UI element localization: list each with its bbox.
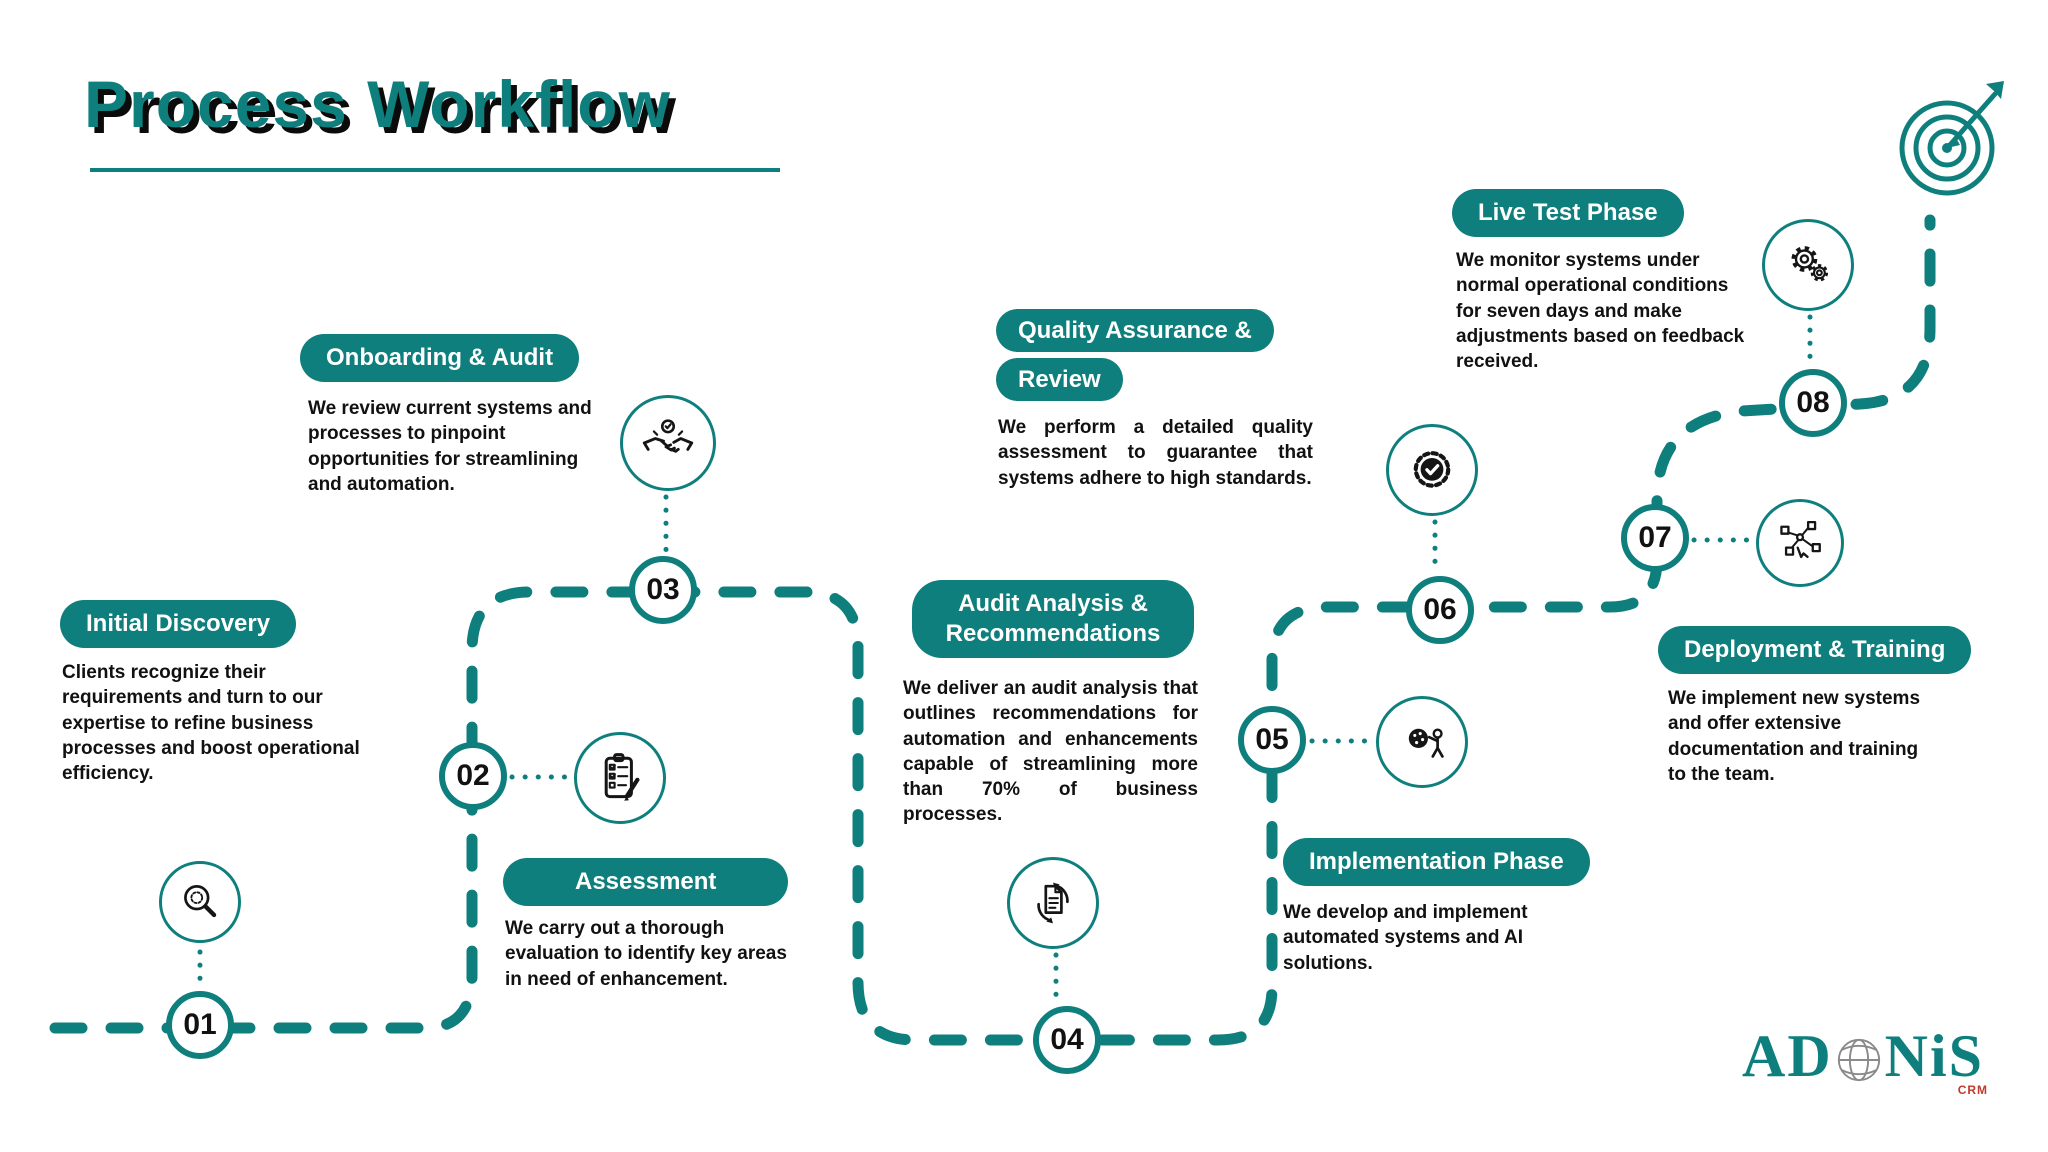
globe-icon bbox=[1837, 1038, 1880, 1081]
step-08-number: 08 bbox=[1779, 369, 1847, 437]
workflow-dashed-path bbox=[49, 214, 1936, 1046]
step-02-description: We carry out a thorough evaluation to id… bbox=[505, 918, 787, 990]
step-03-description: We review current systems and processes … bbox=[308, 398, 592, 495]
step-08-title-badge: Live Test Phase bbox=[1452, 189, 1684, 237]
step-03-icon-circle bbox=[620, 395, 716, 491]
step-06-icon-circle bbox=[1386, 424, 1478, 516]
step-02-icon-circle bbox=[574, 732, 666, 824]
step-02-title-badge: Assessment bbox=[503, 858, 789, 906]
step-06-description: We perform a detailed quality assessment… bbox=[998, 417, 1313, 489]
step-04-icon-circle bbox=[1007, 857, 1099, 949]
step-05-icon-circle bbox=[1376, 696, 1468, 788]
step-05-title-badge: Implementation Phase bbox=[1283, 838, 1590, 886]
step-01-description: Clients recognize their requirements and… bbox=[62, 662, 360, 785]
step-07-description: We implement new systems and offer exten… bbox=[1668, 688, 1921, 785]
step-01-icon-circle bbox=[159, 861, 241, 943]
step-07-title-badge: Deployment & Training bbox=[1658, 626, 1972, 674]
checklist-icon bbox=[604, 753, 640, 801]
step-05-description: We develop and implement automated syste… bbox=[1283, 902, 1528, 974]
page-title: Process Workflow bbox=[84, 67, 671, 141]
step-06-number: 06 bbox=[1406, 576, 1474, 644]
target-dart-icon bbox=[1899, 81, 2004, 196]
step-03-number: 03 bbox=[629, 556, 697, 624]
handshake-icon bbox=[642, 419, 694, 453]
step-08-icon-circle bbox=[1762, 219, 1854, 311]
brand-prefix: AD bbox=[1742, 1023, 1833, 1089]
step-04-description: We deliver an audit analysis that outlin… bbox=[903, 678, 1198, 826]
step-01-number: 01 bbox=[166, 991, 234, 1059]
step-06-title-badge: Quality Assurance & Review bbox=[996, 306, 1306, 404]
deployment-network-icon bbox=[1780, 520, 1821, 559]
brand-suffix: NiS bbox=[1884, 1023, 1985, 1089]
gears-icon bbox=[1791, 246, 1829, 282]
step-07-icon-circle bbox=[1756, 499, 1844, 587]
step-06-title-text: Quality Assurance & Review bbox=[996, 309, 1274, 402]
step-04-title-badge: Audit Analysis & Recommendations bbox=[912, 580, 1194, 658]
search-icon bbox=[184, 884, 217, 918]
title-underline bbox=[90, 168, 780, 172]
step-01-title-badge: Initial Discovery bbox=[60, 600, 297, 648]
brand-tagline: CRM bbox=[1957, 1083, 1989, 1097]
step-03-title-badge: Onboarding & Audit bbox=[300, 334, 580, 382]
step-07-number: 07 bbox=[1621, 504, 1689, 572]
document-refresh-icon bbox=[1037, 882, 1069, 924]
step-04-number: 04 bbox=[1033, 1006, 1101, 1074]
ai-automation-icon bbox=[1408, 728, 1444, 758]
step-02-number: 02 bbox=[439, 742, 507, 810]
step-08-description: We monitor systems under normal operatio… bbox=[1456, 250, 1745, 373]
quality-seal-icon bbox=[1413, 451, 1451, 488]
brand-logo: AD NiS CRM bbox=[1742, 1022, 1987, 1097]
step-05-number: 05 bbox=[1238, 706, 1306, 774]
